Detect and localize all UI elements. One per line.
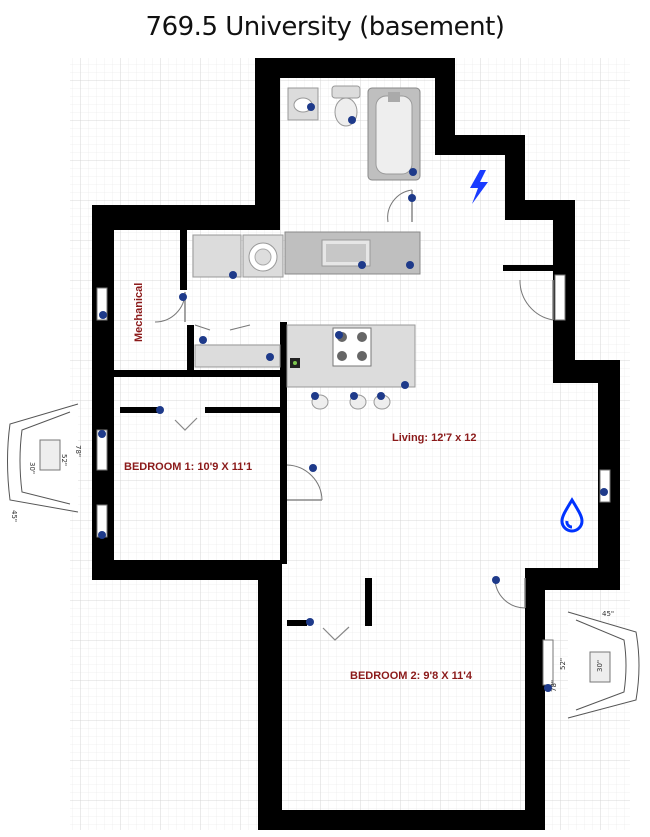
toilet-tank — [331, 85, 361, 99]
water-drop-icon — [560, 497, 584, 533]
well-left-dim4: 45" — [10, 510, 18, 522]
grid-background — [70, 58, 630, 830]
info-icon — [309, 464, 317, 472]
info-icon — [409, 168, 417, 176]
well-right-dim3: 30" — [596, 660, 604, 672]
kitchen-fixtures — [192, 231, 421, 410]
info-icon — [350, 392, 358, 400]
well-right-dim1: 45" — [602, 610, 614, 618]
info-icon — [406, 261, 414, 269]
room-label-living: Living: 12'7 x 12 — [392, 432, 477, 444]
washer-left — [192, 234, 242, 278]
info-markers[interactable] — [98, 103, 608, 692]
info-icon — [98, 531, 106, 539]
info-icon — [348, 116, 356, 124]
well-right-dim2: 52" — [559, 658, 567, 670]
info-icon — [408, 194, 416, 202]
well-left-dim3: 30" — [28, 462, 36, 474]
info-icon — [401, 381, 409, 389]
info-icon — [600, 488, 608, 496]
info-icon — [311, 392, 319, 400]
page-title: 769.5 University (basement) — [145, 12, 505, 42]
info-icon — [99, 311, 107, 319]
windows — [96, 274, 611, 686]
room-label-bedroom1: BEDROOM 1: 10'9 X 11'1 — [124, 461, 252, 473]
well-left-dim2: 52" — [60, 454, 68, 466]
lightning-icon — [470, 170, 488, 204]
info-icon — [179, 293, 187, 301]
info-icon — [307, 103, 315, 111]
well-right-dim4: 78" — [550, 680, 558, 692]
info-icon — [544, 684, 552, 692]
info-icon — [358, 261, 366, 269]
info-icon — [335, 331, 343, 339]
window-well-right: 45" 52" 30" 78" — [550, 610, 640, 719]
well-left-dim1: 78" — [74, 445, 82, 457]
info-icon — [492, 576, 500, 584]
window-well-left: 78" 52" 30" 45" — [7, 403, 82, 522]
info-icon — [199, 336, 207, 344]
info-icon — [306, 618, 314, 626]
info-icon — [377, 392, 385, 400]
info-icon — [98, 430, 106, 438]
mechanical-cabinet — [194, 344, 281, 368]
room-label-mechanical: Mechanical — [133, 283, 145, 342]
info-icon — [229, 271, 237, 279]
info-icon — [266, 353, 274, 361]
info-icon — [156, 406, 164, 414]
room-label-bedroom2: BEDROOM 2: 9'8 X 11'4 — [350, 670, 473, 682]
